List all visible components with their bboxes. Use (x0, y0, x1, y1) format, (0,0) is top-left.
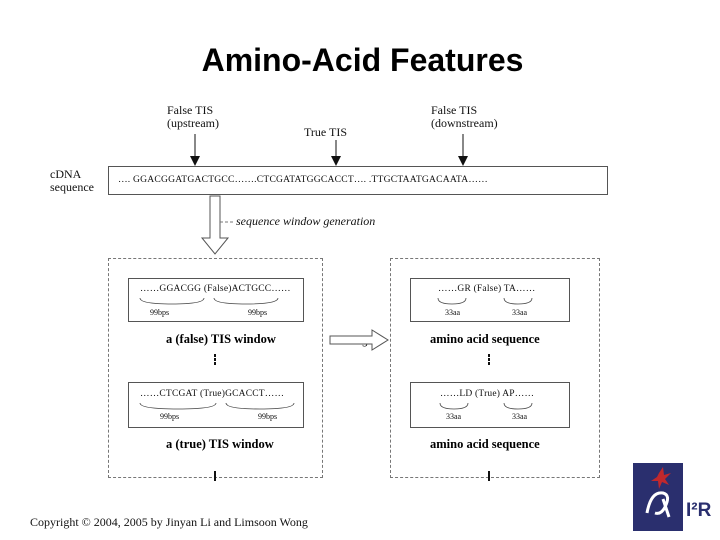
coding-block-arrow (329, 329, 389, 351)
true-tis-window-seq: ……CTCGAT (True)GCACCT…… (140, 389, 285, 399)
window-generation-block-arrow (200, 195, 230, 255)
true-tis-left-bp: 99bps (160, 412, 180, 421)
i2r-logo-text: I²R (686, 500, 712, 521)
true-amino-brackets (439, 402, 533, 410)
true-tis-window-caption: a (true) TIS window (166, 437, 274, 451)
cdna-sequence-label: cDNA sequence (50, 167, 94, 194)
false-tis-upstream-arrow (190, 134, 200, 166)
true-amino-box (410, 382, 570, 428)
true-amino-seq: ……LD (True) AP…… (440, 389, 535, 399)
logo-mark-icon (645, 467, 671, 518)
false-tis-right-bp: 99bps (248, 308, 268, 317)
sequence-window-generation-label: sequence window generation (236, 214, 376, 228)
right-vertical-ellipsis (488, 354, 490, 365)
false-amino-caption: amino acid sequence (430, 332, 540, 346)
false-tis-window-caption: a (false) TIS window (166, 332, 276, 346)
true-amino-caption: amino acid sequence (430, 437, 540, 451)
true-tis-label: True TIS (304, 125, 348, 139)
false-amino-right-aa: 33aa (512, 308, 528, 317)
false-tis-upstream-label: False TIS (upstream) (167, 103, 219, 130)
false-tis-window-box (128, 278, 304, 322)
right-bottom-tick (488, 471, 490, 481)
false-tis-downstream-label: False TIS (downstream) (431, 103, 498, 130)
astar-logo (633, 463, 683, 531)
cdna-sequence-text: …. GGACGGATGACTGCC…….CTCGATATGGCACCT…. .… (118, 174, 488, 185)
false-amino-seq: ……GR (False) TA…… (438, 284, 536, 294)
true-amino-right-aa: 33aa (512, 412, 528, 421)
false-window-brackets (139, 297, 279, 305)
amino-acid-container (390, 258, 600, 478)
true-tis-arrow (331, 140, 341, 166)
false-amino-box (410, 278, 570, 322)
false-tis-left-bp: 99bps (150, 308, 170, 317)
true-tis-window-box (128, 382, 304, 428)
slide-title: Amino-Acid Features (201, 42, 524, 78)
copyright-footer: Copyright © 2004, 2005 by Jinyan Li and … (30, 515, 308, 529)
false-amino-brackets (437, 297, 533, 305)
false-tis-downstream-arrow (458, 134, 468, 166)
left-bottom-tick (214, 471, 216, 481)
false-tis-window-seq: ……GGACGG (False)ACTGCC…… (140, 284, 291, 294)
false-amino-left-aa: 33aa (445, 308, 461, 317)
cdna-sequence-box (108, 166, 608, 195)
true-tis-right-bp: 99bps (258, 412, 278, 421)
left-vertical-ellipsis (214, 354, 216, 365)
true-window-brackets (139, 402, 295, 410)
true-amino-left-aa: 33aa (446, 412, 462, 421)
